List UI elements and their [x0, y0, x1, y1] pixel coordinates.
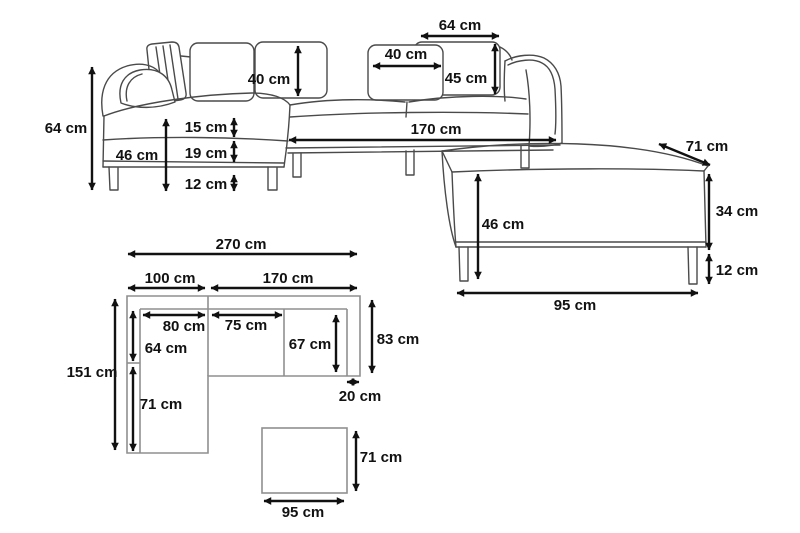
ottoman-plan-depth-label: 71 cm [360, 449, 403, 466]
seat-band-rails [285, 144, 561, 154]
ottoman-front-drawing [441, 142, 709, 285]
left-arm-pillow-seam [125, 73, 143, 102]
seat-cushion-thickness-label: 15 cm [185, 119, 228, 136]
plan-seat-width-label: 170 cm [263, 270, 314, 287]
plan-seat-depth-label: 67 cm [289, 336, 332, 353]
seat-cushion-a-top [289, 99, 406, 106]
back-cushion-right [367, 44, 444, 101]
back-cushion-width-label: 40 cm [385, 46, 428, 63]
plan-chaise-width-label: 100 cm [145, 270, 196, 287]
back-cushion-left [189, 42, 255, 102]
seat-cushion-b-top [408, 95, 527, 103]
dim-ottoman-depth-arrow [658, 142, 711, 167]
sofa-plan-drawing [126, 295, 361, 454]
frame-height-label: 19 cm [185, 145, 228, 162]
right-arm-left-edge [503, 60, 506, 102]
ottoman-right-edge [703, 170, 707, 248]
left-arm-pillow [119, 68, 176, 109]
ottoman-top-corners [441, 150, 709, 173]
ottoman-plan-width-label: 95 cm [282, 504, 325, 521]
ottoman-legs [458, 246, 698, 285]
ottoman-depth-label: 71 cm [686, 138, 729, 155]
ottoman-bottom-rail [455, 241, 707, 248]
corner-cushion-width-label: 64 cm [439, 17, 482, 34]
ottoman-plan-drawing [261, 427, 348, 494]
back-cushion-height-label: 40 cm [248, 71, 291, 88]
ottoman-left-silhouette [441, 150, 457, 248]
right-arm-outer [504, 54, 563, 144]
corner-cushion-height-label: 45 cm [445, 70, 488, 87]
seat-legs [292, 145, 530, 178]
plan-overall-width-label: 270 cm [216, 236, 267, 253]
sofa-overall-height-label: 64 cm [45, 120, 88, 137]
plan-seat-cushion-width-label: 75 cm [225, 317, 268, 334]
plan-chaise-depth-label: 151 cm [67, 364, 118, 381]
left-arm-outer [101, 63, 160, 117]
dimension-labels: 64 cm 40 cm 40 cm 64 cm 45 cm 170 cm 15 … [45, 17, 759, 521]
seat-cushion-seam [405, 101, 408, 118]
chaise-seat-top [103, 92, 291, 117]
ottoman-leg-height-label: 12 cm [716, 262, 759, 279]
back-cushion-middle [254, 41, 328, 99]
seat-band-top [289, 111, 529, 118]
seat-length-label: 170 cm [411, 121, 462, 138]
seat-height-label: 46 cm [116, 147, 159, 164]
right-arm-inner [507, 59, 557, 135]
chaise-right-edge [283, 104, 291, 168]
sofa-leg-height-label: 12 cm [185, 176, 228, 193]
ottoman-height-label: 46 cm [482, 216, 525, 233]
dimension-arrows [88, 32, 713, 505]
plan-armrest-width-label: 20 cm [339, 388, 382, 405]
ottoman-front-left-edge [451, 171, 457, 248]
chaise-left-edge [102, 115, 105, 168]
plan-chaise-seat-width-label: 80 cm [163, 318, 206, 335]
ottoman-top-front-edge [451, 168, 705, 173]
plan-backrest-depth-label: 64 cm [145, 340, 188, 357]
right-arm-front-edge [525, 69, 531, 147]
plan-chaise-seat-length-label: 71 cm [140, 396, 183, 413]
ottoman-body-height-label: 34 cm [716, 203, 759, 220]
chaise-legs [108, 166, 278, 191]
chaise-seam-lower [102, 160, 285, 164]
sofa-front-drawing [101, 41, 563, 191]
ottoman-plan-outline [261, 427, 348, 494]
chaise-seam-upper [102, 136, 289, 142]
plan-overall-depth-label: 83 cm [377, 331, 420, 348]
ottoman-width-label: 95 cm [554, 297, 597, 314]
